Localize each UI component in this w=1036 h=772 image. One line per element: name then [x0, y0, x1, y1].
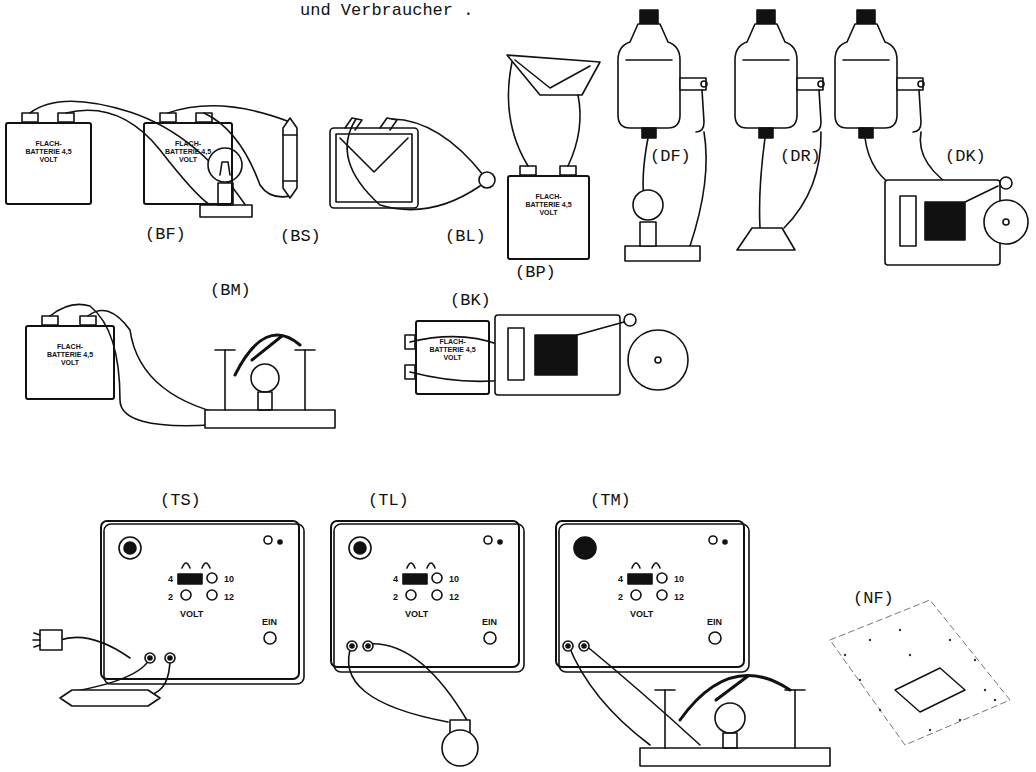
panel-depth: [104, 524, 304, 684]
figure-label: (TM): [590, 492, 631, 509]
socket: [631, 590, 641, 600]
battery-label: FLACH- BATTERIE 4,5 VOLT: [162, 140, 214, 164]
figure-label: (BF): [145, 226, 186, 243]
battery-box: FLACH- BATTERIE 4,5 VOLT: [507, 175, 590, 260]
lamp-window: [119, 537, 141, 559]
figure-label: (DR): [780, 148, 821, 165]
panel-marking: 12: [224, 593, 234, 602]
panel-marking: 4: [393, 575, 398, 584]
selector: [628, 574, 652, 584]
figure-label: (BM): [210, 282, 251, 299]
battery-box: FLACH- BATTERIE 4,5 VOLT: [5, 122, 92, 205]
battery-box: FLACH- BATTERIE 4,5 VOLT: [25, 325, 115, 400]
lamp-window: [574, 537, 596, 559]
socket: [432, 590, 442, 600]
lamp-window: [354, 542, 366, 554]
indicator: [278, 540, 282, 544]
selector: [403, 574, 427, 584]
heading-fragment: und Verbraucher .: [300, 2, 473, 19]
socket: [406, 590, 416, 600]
panel-marking: 2: [393, 593, 398, 602]
terminal: [168, 656, 172, 660]
panel-marking: 10: [674, 575, 684, 584]
panel-marking: EIN: [707, 618, 722, 627]
figure-label: (BL): [445, 228, 486, 245]
terminal: [363, 641, 373, 651]
panel-marking: EIN: [262, 618, 277, 627]
terminal: [366, 644, 370, 648]
lamp-window: [124, 542, 136, 554]
socket: [657, 590, 667, 600]
terminal: [148, 656, 152, 660]
switch: [264, 632, 276, 644]
socket: [432, 573, 442, 583]
switch: [709, 632, 721, 644]
figure-label: (BP): [515, 264, 556, 281]
socket: [182, 563, 210, 568]
terminal: [566, 644, 570, 648]
battery-box: FLACH- BATTERIE 4,5 VOLT: [415, 320, 490, 395]
panel-marking: 12: [449, 593, 459, 602]
figure-label: (DF): [650, 148, 691, 165]
panel-marking: 12: [674, 593, 684, 602]
figure-label: (NF): [853, 590, 894, 607]
transformer-panel: 4 10 2 12VOLT EIN: [100, 520, 300, 680]
terminal: [350, 644, 354, 648]
panel-marking: VOLT: [630, 610, 653, 619]
battery-label: FLACH- BATTERIE 4,5 VOLT: [44, 343, 96, 367]
terminal: [563, 641, 573, 651]
indicator: [498, 540, 502, 544]
socket: [632, 563, 660, 568]
socket: [207, 573, 217, 583]
switch: [484, 632, 496, 644]
socket: [407, 563, 435, 568]
indicator: [264, 536, 272, 544]
terminal: [347, 641, 357, 651]
socket: [657, 573, 667, 583]
panel-marking: VOLT: [180, 610, 203, 619]
panel-marking: 4: [618, 575, 623, 584]
panel-marking: VOLT: [405, 610, 428, 619]
battery-box: FLACH- BATTERIE 4,5 VOLT: [143, 122, 233, 205]
socket: [181, 590, 191, 600]
panel-depth: [334, 524, 524, 672]
terminal: [579, 641, 589, 651]
indicator: [709, 536, 717, 544]
panel-depth: [559, 524, 749, 672]
indicator: [723, 540, 727, 544]
panel-marking: 10: [224, 575, 234, 584]
battery-label: FLACH- BATTERIE 4,5 VOLT: [523, 193, 575, 217]
terminal: [145, 653, 155, 663]
figure-label: (DK): [945, 148, 986, 165]
lamp-window: [349, 537, 371, 559]
panel-marking: 2: [168, 593, 173, 602]
terminal: [582, 644, 586, 648]
transformer-panel: 4 10 2 12VOLT EIN: [555, 520, 745, 668]
battery-label: FLACH- BATTERIE 4,5 VOLT: [23, 140, 75, 164]
panel-marking: 4: [168, 575, 173, 584]
figure-label: (TL): [368, 492, 409, 509]
selector: [178, 574, 202, 584]
figure-label: (TS): [160, 492, 201, 509]
terminal: [165, 653, 175, 663]
socket: [207, 590, 217, 600]
panel-marking: EIN: [482, 618, 497, 627]
panel-marking: 2: [618, 593, 623, 602]
panel-marking: 10: [449, 575, 459, 584]
figure-label: (BK): [450, 292, 491, 309]
transformer-panel: 4 10 2 12VOLT EIN: [330, 520, 520, 668]
figure-label: (BS): [280, 228, 321, 245]
indicator: [484, 536, 492, 544]
battery-label: FLACH- BATTERIE 4,5 VOLT: [427, 338, 479, 362]
